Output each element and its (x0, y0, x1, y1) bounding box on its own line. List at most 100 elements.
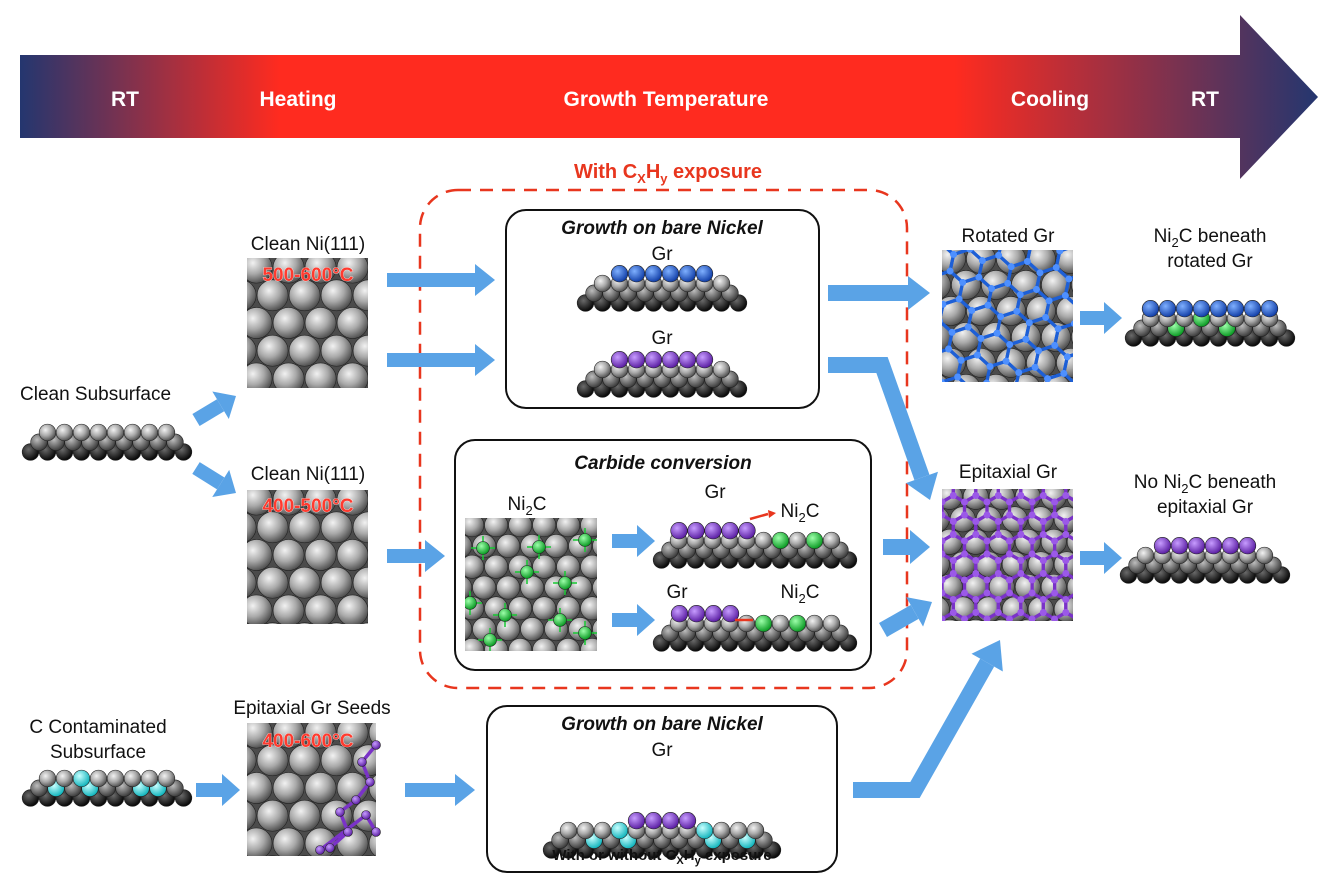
graphene-ring (1036, 187, 1072, 226)
growth-bottom-gr-label: Gr (651, 740, 673, 761)
graphene-ring (886, 476, 909, 502)
carbon-atom (335, 807, 345, 817)
epitaxial-gr-seeds-temp: 400-600°C (262, 731, 353, 752)
graphene-ring (1043, 632, 1066, 658)
contaminated-subsurface-label-line2: Subsurface (50, 742, 146, 763)
ni-atom (942, 618, 957, 621)
ni-atom (272, 594, 305, 624)
graphene-ring (839, 405, 875, 444)
graphene-ring (860, 306, 896, 345)
ni-atom (364, 855, 374, 856)
graphene-ring (1010, 652, 1033, 678)
ni-atom (508, 596, 533, 621)
ni-atom (1020, 618, 1035, 621)
graphene-ring (1111, 476, 1134, 502)
carbide-ni2c-label-1: Ni2C (781, 501, 820, 525)
rotated-result-line1: Ni2C beneath (1154, 226, 1267, 250)
graphene-ring (994, 386, 1030, 425)
ni-atom (580, 596, 597, 621)
graphene-ring (1091, 355, 1127, 394)
ni-atom (247, 772, 273, 804)
ni-atom (484, 554, 509, 579)
ni-atom (106, 769, 125, 788)
ni-atom (788, 531, 807, 550)
ni-atom (593, 274, 612, 293)
graphene-ring (1065, 193, 1101, 232)
ni-atom (729, 821, 748, 840)
graphene-ring (901, 184, 937, 223)
graphene-ring (886, 515, 909, 541)
graphene-ring (1066, 437, 1089, 463)
ni-atom (157, 423, 176, 442)
contaminated-subsurface-atom-stack (21, 769, 193, 807)
graphene-ring (942, 652, 965, 678)
ni-atom (754, 531, 773, 550)
graphene-atom (704, 522, 722, 540)
ni-atom (106, 423, 125, 442)
ni-atom (556, 554, 581, 579)
graphene-ring (1032, 652, 1055, 678)
carbon-atom (558, 576, 572, 590)
graphene-ring (1111, 632, 1134, 658)
arrow-to-rotated-result-head (1104, 302, 1122, 334)
carbon-atom (578, 626, 592, 640)
carbon-atom (351, 795, 361, 805)
graphene-atom (661, 265, 680, 283)
graphene-ring (1007, 180, 1043, 219)
ni-atom (771, 531, 790, 550)
ni-atom (336, 307, 368, 339)
graphene-ring (998, 632, 1021, 658)
ni-atom (1072, 620, 1073, 621)
graphene-atom (1141, 300, 1160, 318)
ni-atom (304, 772, 337, 804)
graphene-ring (1043, 437, 1066, 463)
ni-atom (788, 614, 807, 633)
graphene-ring (1077, 496, 1100, 522)
graphene-atom (1243, 300, 1262, 318)
carbon-atom (371, 740, 381, 750)
ni-atom (247, 258, 273, 284)
ni-atom (962, 489, 989, 510)
ni-atom (695, 821, 714, 840)
rotated-result-line2: rotated Gr (1167, 251, 1253, 272)
graphene-ring (1111, 593, 1134, 619)
process-arrows (192, 264, 1122, 806)
ni-atom (247, 568, 257, 598)
ni-atom (532, 554, 557, 579)
ni-atom (336, 490, 368, 516)
arrow-carbide-2-to-epitaxial (879, 604, 919, 637)
seed-growth-stack (542, 812, 782, 859)
carbon-atom (361, 810, 371, 820)
growth-bottom-caption: With or without CXHy exposure (552, 847, 771, 867)
graphene-ring (1111, 515, 1134, 541)
ni-atom (304, 723, 337, 749)
graphene-ring (931, 632, 954, 658)
ni-atom (225, 856, 256, 886)
growth-on-bare-nickel-top-box (505, 209, 820, 409)
ni-atom (496, 575, 521, 600)
graphene-ring (1088, 515, 1111, 541)
ni-atom (737, 614, 756, 633)
ni-atom (1071, 277, 1073, 293)
graphene-ring (1077, 457, 1100, 483)
epitaxial-gr-title: Epitaxial Gr (959, 462, 1058, 483)
epitaxial-gr-seeds-title: Epitaxial Gr Seeds (233, 698, 390, 719)
ni-atom (336, 723, 369, 749)
arrow-to-carbide-stack-1-head (637, 525, 655, 557)
graphene-ring (1100, 383, 1136, 422)
ni-atom (247, 594, 273, 624)
ni-atom (1066, 575, 1073, 598)
ni-atom (712, 274, 731, 293)
ni-atom (256, 279, 289, 312)
graphene-atom (1238, 537, 1257, 555)
ni-atom (1046, 618, 1061, 621)
ni-atom (288, 279, 321, 312)
rotated-gr-panel (839, 180, 1136, 447)
graphene-ring (974, 408, 1010, 447)
ni-atom (320, 511, 353, 544)
ni-atom (352, 511, 368, 544)
carbon-atom (465, 596, 477, 610)
ni-atom (304, 539, 337, 571)
ni-atom (304, 258, 337, 284)
ni-atom (1255, 546, 1274, 565)
